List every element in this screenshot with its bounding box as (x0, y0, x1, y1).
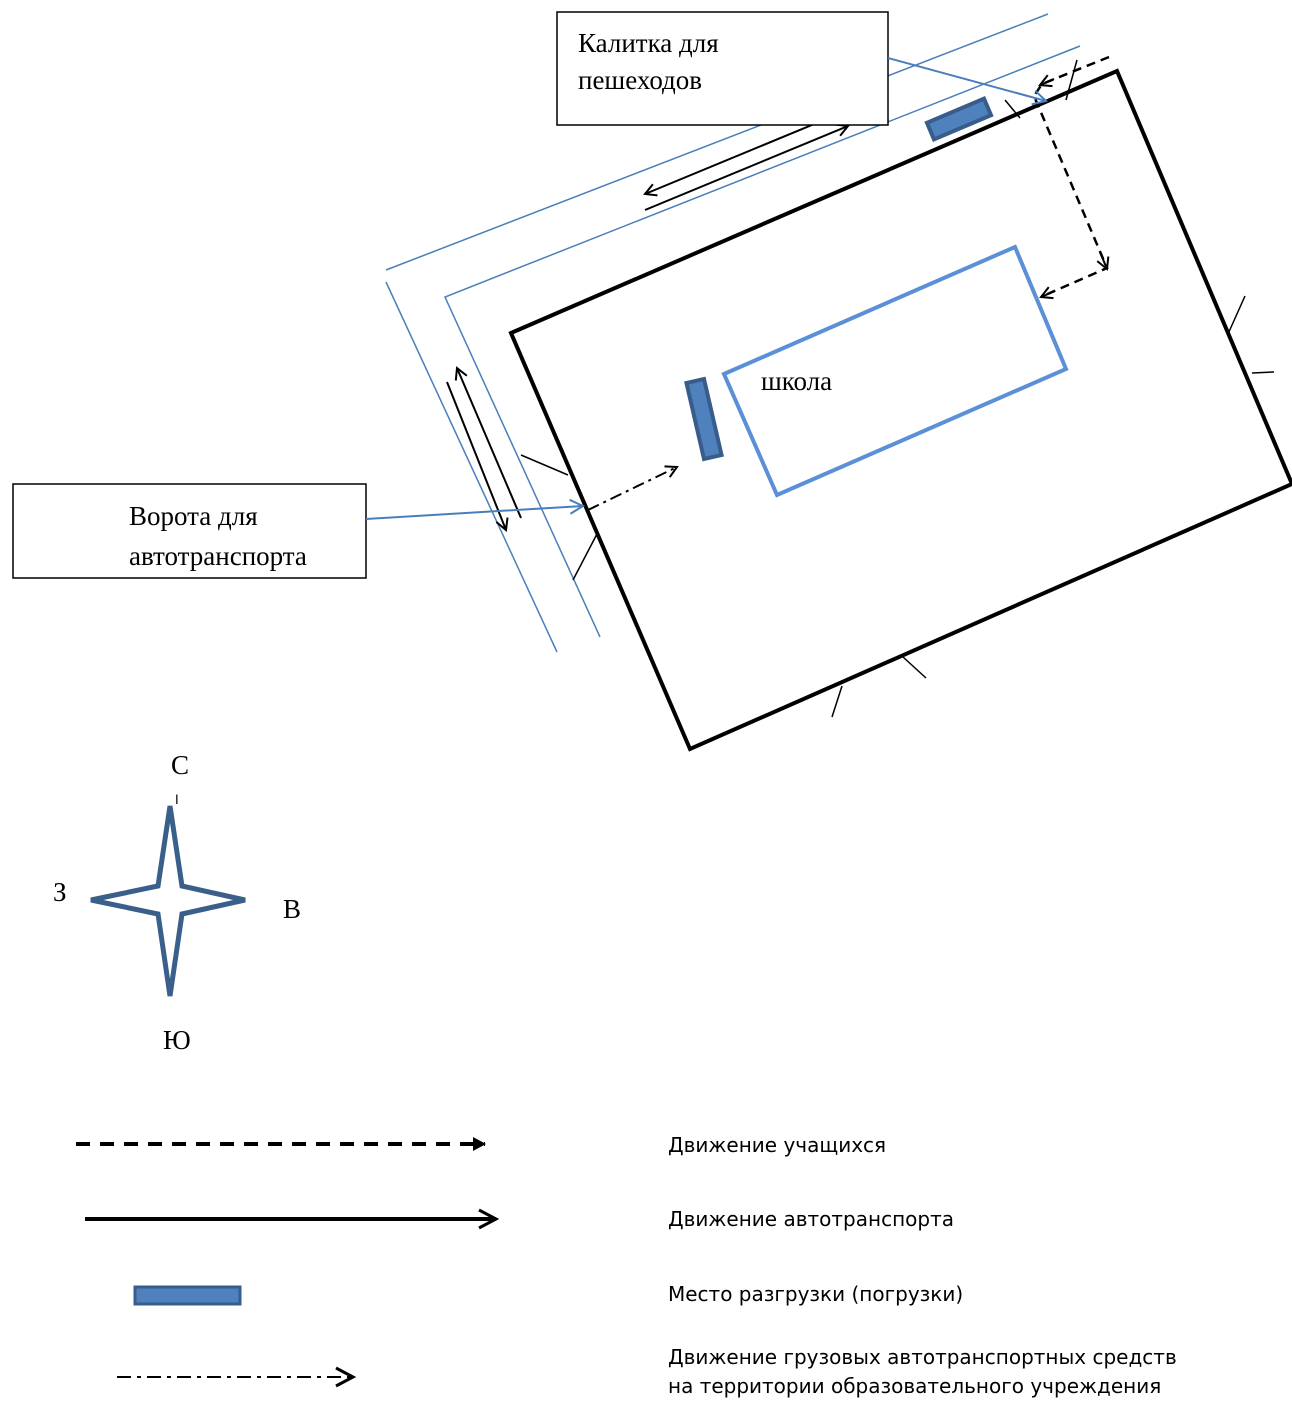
student-movement-path (1032, 55, 1110, 298)
fence-tick (1251, 371, 1275, 374)
road-outer-edge (385, 13, 1049, 271)
pedestrian-gate-label: Калитка для пешеходов (578, 28, 725, 95)
pedestrian-gate-label-line: пешеходов (578, 65, 702, 95)
compass-west-label: З (53, 877, 67, 907)
school-building (721, 244, 1069, 498)
compass-east-label: В (283, 894, 301, 924)
fence-tick (831, 685, 843, 718)
vehicle-gate-pointer (365, 506, 583, 520)
compass-north-tick: ╷ (172, 787, 182, 804)
fence-tick (1227, 295, 1246, 335)
unloading-place-west (684, 376, 724, 462)
road-inner-edge (443, 45, 1081, 638)
vehicle-gate-label-line: Ворота для (129, 501, 258, 531)
fence-ticks (520, 59, 1275, 718)
legend-students-label: Движение учащихся (668, 1133, 886, 1157)
pedestrian-gate-callout-box (556, 11, 889, 126)
school-territory-boundary (508, 68, 1292, 752)
vehicle-arrow-road-west-north (457, 368, 522, 519)
legend-trucks-label-line: на территории образовательного учреждени… (668, 1374, 1161, 1398)
vehicle-gate-label-line: автотранспорта (129, 541, 307, 571)
compass-north-label: С (171, 750, 189, 780)
vehicle-arrow-road-north-east (644, 126, 848, 211)
compass-star-icon (90, 805, 246, 997)
fence-tick (1004, 99, 1021, 119)
legend-unloading-label: Место разгрузки (погрузки) (668, 1282, 963, 1306)
legend-vehicles-label: Движение автотранспорта (668, 1207, 954, 1231)
vehicle-arrow-road-west-south (446, 381, 506, 530)
legend: Движение учащихся Движение автотранспорт… (76, 1133, 1183, 1398)
legend-trucks-label: Движение грузовых автотранспортных средс… (668, 1345, 1183, 1398)
compass: С ╷ З В Ю (53, 750, 301, 1055)
fence-tick (520, 454, 569, 476)
school-label: школа (761, 366, 832, 396)
legend-unloading-symbol (133, 1285, 242, 1306)
vehicle-arrow-road-north-west (645, 114, 837, 194)
vehicle-gate-label: Ворота для автотранспорта (129, 501, 307, 571)
fence-tick (1065, 59, 1078, 101)
road-west-outer-edge (385, 281, 558, 653)
road-lines (385, 13, 1081, 653)
pedestrian-gate-label-line: Калитка для (578, 28, 719, 58)
truck-movement-path (587, 467, 677, 511)
vehicle-traffic-arrows (446, 114, 848, 530)
unloading-places (684, 95, 994, 462)
fence-tick (902, 656, 927, 679)
unloading-place-north (924, 95, 994, 143)
student-arrow-gate (1040, 79, 1055, 85)
legend-trucks-label-line: Движение грузовых автотранспортных средс… (668, 1345, 1177, 1369)
vehicle-gate-callout-box (12, 483, 367, 579)
fence-tick (572, 531, 599, 581)
compass-south-label: Ю (163, 1025, 191, 1055)
student-arrow-down (1100, 251, 1107, 269)
pedestrian-gate-pointer (887, 57, 1046, 101)
student-arrow-school (1041, 291, 1056, 297)
